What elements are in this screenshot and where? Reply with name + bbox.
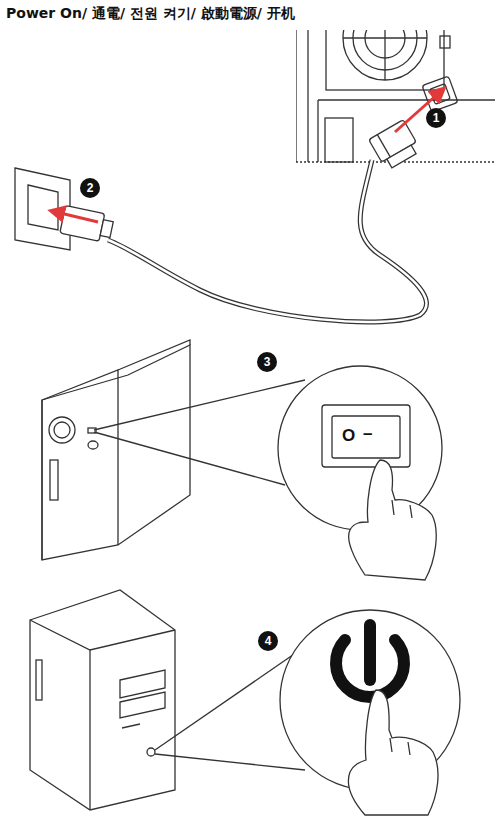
title: Power On/ 通電/ 전원 켜기/ 啟動電源/ 开机 bbox=[6, 5, 295, 23]
callout-number: 3 bbox=[257, 352, 277, 372]
power-cable bbox=[15, 120, 426, 322]
tower-front bbox=[30, 590, 460, 815]
callout-number: 4 bbox=[258, 631, 278, 651]
plug-arrow bbox=[56, 212, 98, 222]
tower-back bbox=[42, 340, 442, 580]
callout-number: 1 bbox=[426, 108, 446, 128]
callout-number: 2 bbox=[80, 178, 100, 198]
switch-mark: O bbox=[342, 426, 355, 446]
callout-circles bbox=[80, 108, 446, 651]
pc-back bbox=[296, 0, 495, 162]
switch-mark: – bbox=[363, 424, 372, 444]
